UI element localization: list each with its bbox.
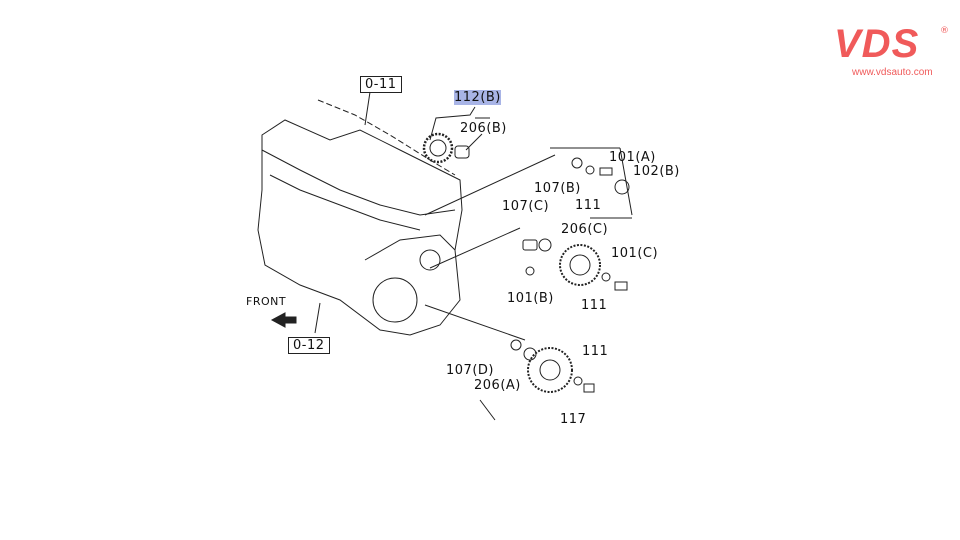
part-111[interactable]: 111 <box>581 298 608 313</box>
ref-0-12[interactable]: 0-12 <box>288 337 330 354</box>
front-arrow <box>270 312 297 328</box>
part-102b[interactable]: 102(B) <box>633 164 680 179</box>
engine-block <box>257 119 463 336</box>
part-101b[interactable]: 101(B) <box>507 291 554 306</box>
part-107b[interactable]: 107(B) <box>534 181 581 196</box>
part-206b[interactable]: 206(B) <box>460 121 507 136</box>
logo-url[interactable]: www.vdsauto.com <box>852 67 933 78</box>
part-206a[interactable]: 206(A) <box>474 378 521 393</box>
idler-gear-c <box>559 244 601 286</box>
part-117[interactable]: 117 <box>560 412 587 427</box>
idler-gear-a <box>527 347 573 393</box>
front-label: FRONT <box>246 295 287 308</box>
part-107d[interactable]: 107(D) <box>446 363 494 378</box>
part-111[interactable]: 111 <box>582 344 609 359</box>
ref-0-11[interactable]: 0-11 <box>360 76 402 93</box>
bushing-206b <box>454 145 470 159</box>
part-111[interactable]: 111 <box>575 198 602 213</box>
camshaft <box>317 99 456 176</box>
part-206c[interactable]: 206(C) <box>561 222 609 237</box>
part-101c[interactable]: 101(C) <box>611 246 659 261</box>
part-112b[interactable]: 112(B) <box>454 90 501 105</box>
vds-logo: VDS <box>834 22 920 66</box>
part-101a[interactable]: 101(A) <box>609 150 656 165</box>
part-107c[interactable]: 107(C) <box>502 199 550 214</box>
registered-mark: ® <box>940 26 949 36</box>
camshaft-gear <box>422 132 454 164</box>
